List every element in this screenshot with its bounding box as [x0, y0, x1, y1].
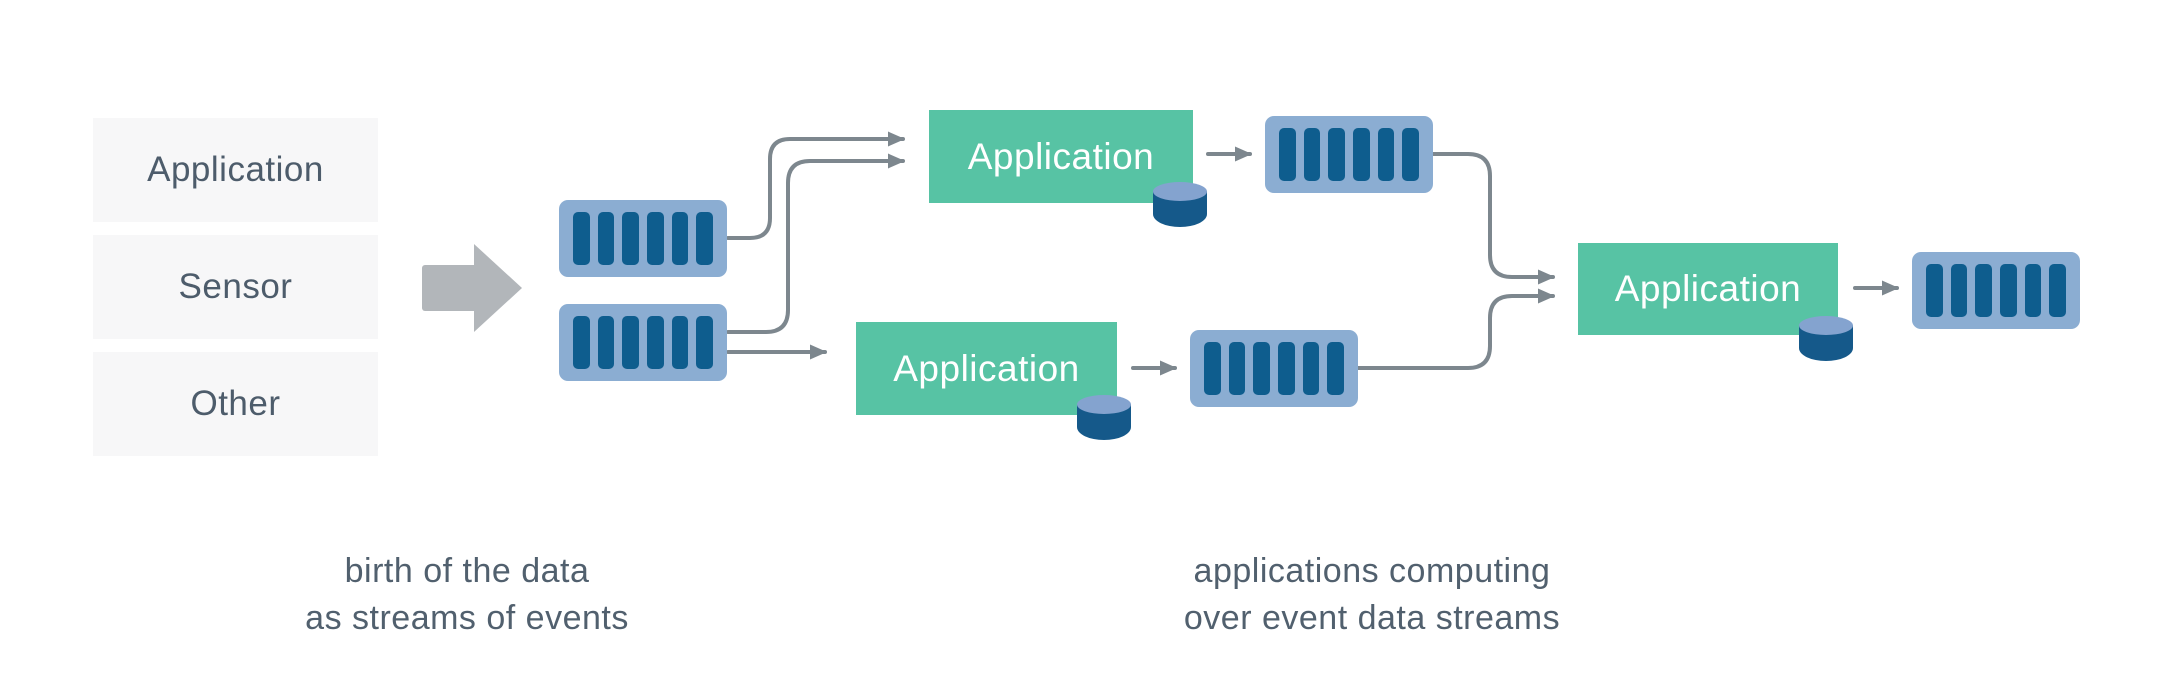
stream-partition-bar — [1353, 128, 1370, 181]
stream-partition-bar — [2024, 264, 2042, 317]
block-arrow-icon-head — [474, 244, 522, 332]
stream-partition-bar — [1377, 128, 1395, 181]
stream-partition-bar — [1327, 342, 1345, 395]
app-node-label: Application — [1614, 268, 1802, 309]
flow-arrow-stream2-to-app1 — [726, 153, 905, 334]
app-node-1: Application — [929, 110, 1193, 203]
caption-left-line1: birth of the data — [344, 552, 590, 590]
stream-partition-bar — [671, 316, 689, 369]
stream-partition-bar — [696, 212, 714, 265]
source-label: Sensor — [178, 267, 293, 306]
stream-partition-bar — [1926, 264, 1943, 317]
stream-partition-bar — [1204, 342, 1221, 395]
event-stream-icon-3 — [1265, 116, 1433, 193]
stream-partition-bar — [696, 316, 714, 369]
event-stream-icon-2 — [559, 304, 727, 381]
stream-partition-bar — [1228, 342, 1246, 395]
database-cylinder-icon-1 — [1153, 182, 1207, 227]
source-box-other: Other — [93, 352, 378, 456]
caption-right-line1: applications computing — [1193, 552, 1551, 590]
database-cylinder-icon-2 — [1077, 395, 1131, 440]
stream-partition-bar — [1303, 128, 1321, 181]
app-node-label: Application — [893, 347, 1080, 389]
stream-partition-bar — [597, 212, 615, 265]
app-node-2: Application — [856, 322, 1117, 415]
block-arrow-icon — [422, 265, 477, 311]
stream-partition-bar — [1975, 264, 1993, 317]
stream-partition-bar — [2049, 264, 2067, 317]
stream-partition-bar — [1253, 342, 1271, 395]
caption-left-line2: as streams of events — [305, 599, 629, 637]
stream-partition-bar — [573, 212, 590, 265]
stream-partition-bar — [1279, 128, 1296, 181]
stream-partition-bar — [1950, 264, 1968, 317]
stream-partition-bar — [1278, 342, 1295, 395]
event-stream-icon-5 — [1912, 252, 2080, 329]
stream-partition-bar — [1302, 342, 1320, 395]
database-cylinder-top — [1799, 316, 1853, 335]
stream-partition-bar — [622, 316, 640, 369]
stream-partition-bar — [1402, 128, 1420, 181]
stream-partition-bar — [1328, 128, 1346, 181]
stream-partition-bar — [2000, 264, 2017, 317]
database-cylinder-icon-3 — [1799, 316, 1853, 361]
stream-partition-bar — [671, 212, 689, 265]
source-box-application: Application — [93, 118, 378, 222]
flow-arrow-stream3-to-app3 — [1431, 152, 1555, 285]
flow-arrow-stream4-to-app3 — [1356, 288, 1555, 370]
app-node-3: Application — [1578, 243, 1838, 335]
event-stream-icon-4 — [1190, 330, 1358, 407]
app-node-label: Application — [967, 135, 1155, 177]
caption-right: applications computing over event data s… — [1162, 548, 1582, 642]
database-cylinder-top — [1077, 395, 1131, 414]
event-stream-icon-1 — [559, 200, 727, 277]
stream-partition-bar — [647, 212, 664, 265]
stream-partition-bar — [597, 316, 615, 369]
source-label: Other — [190, 384, 281, 423]
caption-right-line2: over event data streams — [1183, 599, 1561, 637]
source-box-sensor: Sensor — [93, 235, 378, 339]
stream-partition-bar — [622, 212, 640, 265]
database-cylinder-top — [1153, 182, 1207, 201]
flow-arrow-stream1-to-app1 — [726, 131, 905, 240]
source-label: Application — [147, 150, 324, 189]
caption-left: birth of the data as streams of events — [267, 548, 667, 642]
stream-partition-bar — [573, 316, 590, 369]
stream-partition-bar — [647, 316, 664, 369]
